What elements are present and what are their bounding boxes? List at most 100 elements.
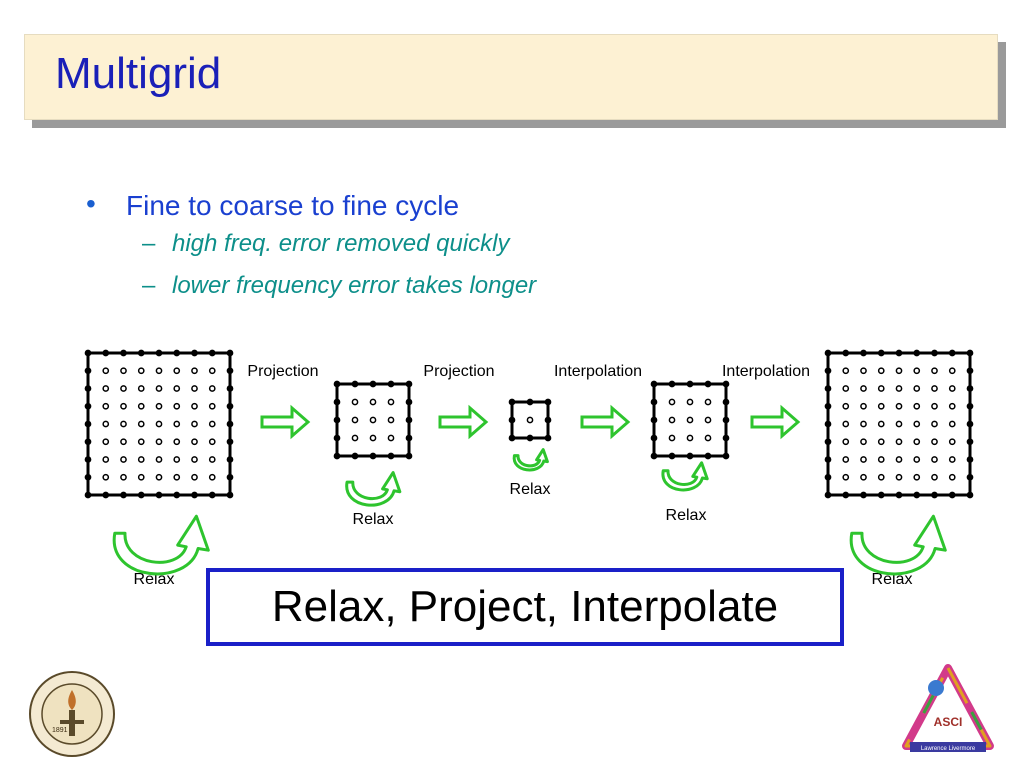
grid-node [650, 416, 658, 424]
grid-node [333, 452, 341, 460]
grid-node [405, 398, 413, 406]
relax-arrow-icon [512, 448, 549, 472]
step-arrow-icon [438, 404, 489, 440]
grid-node [824, 473, 832, 481]
grid-node [333, 416, 341, 424]
grid-node [824, 456, 832, 463]
grid-node [191, 385, 198, 392]
grid-node [155, 456, 163, 463]
grid-node [948, 385, 956, 392]
grid-node [155, 385, 163, 392]
grid-node [913, 402, 921, 410]
grid-node [650, 452, 658, 460]
grid-node [173, 402, 181, 410]
grid-node [668, 380, 676, 388]
grid-node [226, 367, 234, 375]
grid-node [155, 473, 163, 481]
grid-node [931, 367, 938, 375]
grid-node [877, 385, 885, 392]
grid-node [704, 434, 712, 442]
grid-node [877, 420, 885, 428]
grid-node [526, 416, 534, 424]
grid-node [226, 420, 234, 428]
relax-label: Relax [666, 507, 707, 524]
step-arrow-icon [260, 404, 311, 440]
grid-node [120, 456, 127, 463]
grid-node [704, 398, 712, 406]
grid-node [966, 349, 974, 357]
grid-node [966, 473, 974, 481]
grid-node [120, 473, 127, 481]
grid-node [722, 434, 730, 442]
grid-node [668, 434, 676, 442]
caltech-seal-logo: 1891 [29, 671, 115, 757]
grid-node [369, 452, 377, 460]
interpolation-label: Interpolation [722, 363, 810, 380]
grid-node [137, 402, 145, 410]
grid-node [877, 491, 885, 499]
grid-node [102, 420, 110, 428]
grid-node [686, 434, 694, 442]
grid-node [544, 416, 552, 424]
grid-node [387, 398, 395, 406]
grid-node [842, 438, 850, 446]
grid-node [102, 456, 110, 463]
grid-node [948, 438, 956, 446]
grid-node [948, 491, 956, 499]
grid-node [966, 420, 974, 428]
grid-node [686, 416, 694, 424]
grid-node [208, 385, 216, 392]
grid-node [387, 380, 395, 388]
grid-node [842, 456, 850, 463]
grid-node [191, 402, 198, 410]
grid-node [191, 438, 198, 446]
grid-node [226, 349, 234, 357]
grid-node [120, 438, 127, 446]
grid-node [650, 434, 658, 442]
dash-icon: – [142, 272, 156, 299]
grid-node [208, 420, 216, 428]
callout-box: Relax, Project, Interpolate [206, 568, 844, 646]
grid-node [405, 452, 413, 460]
grid-node [226, 385, 234, 392]
grid-node [84, 402, 92, 410]
grid-node [668, 452, 676, 460]
grid-node [173, 367, 181, 375]
grid-node [120, 402, 127, 410]
grid-node [84, 491, 92, 499]
grid-node [860, 402, 867, 410]
grid-node [84, 349, 92, 357]
grid-node [137, 456, 145, 463]
grid-node [155, 420, 163, 428]
grid-node [948, 402, 956, 410]
grid-node [966, 367, 974, 375]
callout-text: Relax, Project, Interpolate [271, 582, 779, 631]
grid-node [226, 473, 234, 481]
grid-node [191, 491, 198, 499]
relax-label: Relax [353, 511, 394, 528]
grid-node [842, 349, 850, 357]
grid-node [931, 456, 938, 463]
grid-node [668, 398, 676, 406]
grid-node [387, 452, 395, 460]
grid-node [544, 398, 552, 406]
asci-org: Lawrence Livermore [921, 746, 976, 752]
grid-node [913, 367, 921, 375]
grid-node [686, 398, 694, 406]
grid-node [948, 367, 956, 375]
grid-node [824, 385, 832, 392]
grid-node [842, 402, 850, 410]
grid-node [913, 473, 921, 481]
grid-node [102, 385, 110, 392]
grid-node [405, 434, 413, 442]
grid-node [155, 402, 163, 410]
grid-node [913, 385, 921, 392]
grid-node [191, 473, 198, 481]
grid-node [120, 491, 127, 499]
grid-node [102, 438, 110, 446]
grid-node [208, 491, 216, 499]
grid-node [824, 367, 832, 375]
grid-node [824, 349, 832, 357]
grid-node [722, 416, 730, 424]
